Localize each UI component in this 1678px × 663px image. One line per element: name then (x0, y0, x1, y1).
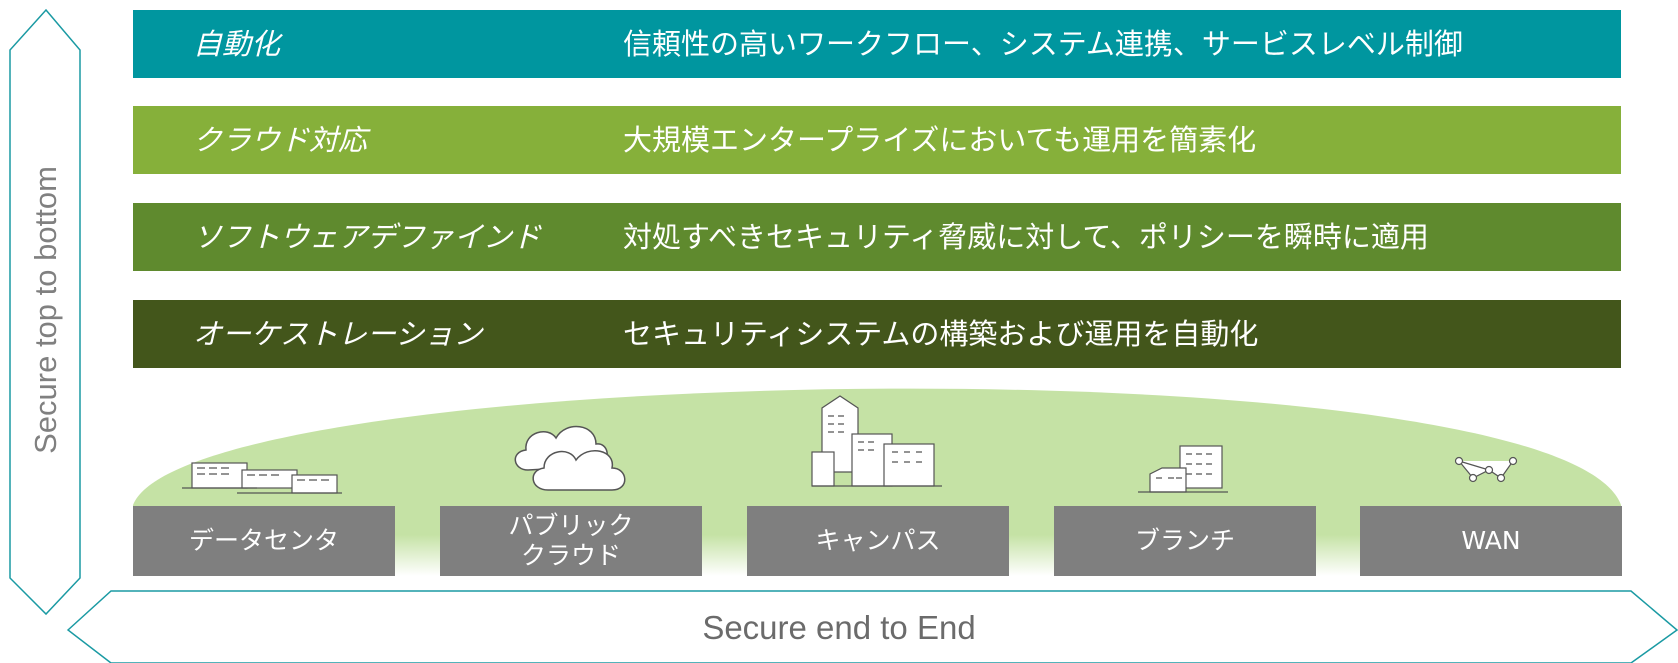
layer-description: 信頼性の高いワークフロー、システム連携、サービスレベル制御 (623, 27, 1463, 61)
cloud-icon (514, 425, 626, 491)
segment-campus: キャンパス (747, 506, 1009, 576)
wan-icon (1454, 456, 1518, 483)
layer-description: 対処すべきセキュリティ脅威に対して、ポリシーを瞬時に適用 (623, 220, 1429, 254)
segment-datacenter: データセンタ (133, 506, 395, 576)
branch-icon (1138, 445, 1228, 493)
layer-name: ソフトウェアデファインド (193, 220, 542, 254)
layer-band-orchestration: オーケストレーション セキュリティシステムの構築および運用を自動化 (133, 300, 1621, 368)
layer-description: セキュリティシステムの構築および運用を自動化 (623, 317, 1259, 351)
datacenter-icon (182, 462, 342, 494)
layer-name: オーケストレーション (193, 317, 483, 351)
segment-public-cloud: パブリック クラウド (440, 506, 702, 576)
segment-wan: WAN (1360, 506, 1622, 576)
layer-band-software-defined: ソフトウェアデファインド 対処すべきセキュリティ脅威に対して、ポリシーを瞬時に適… (133, 203, 1621, 271)
horizontal-axis-label: Secure end to End (702, 609, 976, 646)
layer-band-automation: 自動化 信頼性の高いワークフロー、システム連携、サービスレベル制御 (133, 10, 1621, 78)
segment-branch: ブランチ (1054, 506, 1316, 576)
horizontal-arrow (66, 590, 1678, 663)
layer-band-cloud-ready: クラウド対応 大規模エンタープライズにおいても運用を簡素化 (133, 106, 1621, 174)
campus-icon (811, 395, 942, 487)
layer-name: 自動化 (193, 27, 281, 61)
vertical-arrow (9, 8, 81, 616)
layer-description: 大規模エンタープライズにおいても運用を簡素化 (623, 123, 1257, 157)
layer-name: クラウド対応 (193, 123, 368, 157)
